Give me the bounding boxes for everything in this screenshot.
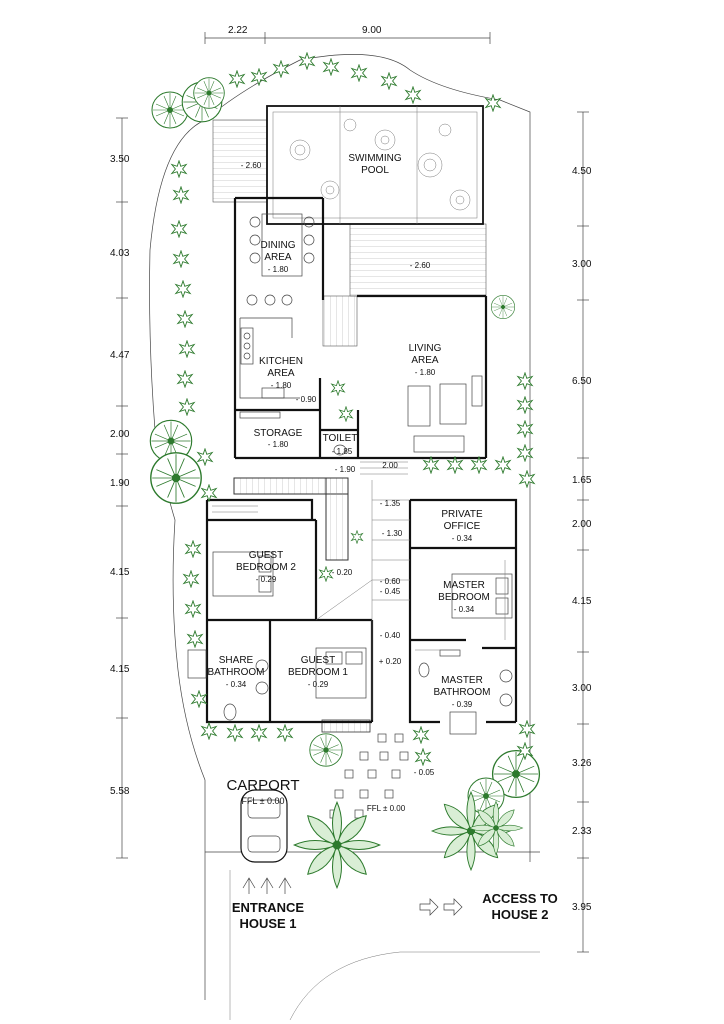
room-labels: SWIMMING POOL DINING AREA - 1.80 KITCHEN… — [207, 153, 490, 709]
swimming-pool — [266, 105, 484, 225]
carport-title: CARPORT — [226, 777, 299, 794]
room-name-dining-1: DINING — [261, 240, 296, 251]
dim-right-1: 4.50 — [572, 166, 592, 177]
dim-left-7: 4.15 — [110, 664, 130, 675]
room-name-storage: STORAGE — [254, 428, 303, 439]
room-name-office-2: OFFICE — [444, 521, 481, 532]
room-level-masterbath: - 0.39 — [452, 700, 473, 709]
dimension-lines — [116, 32, 589, 953]
level-mark-11: - 0.40 — [380, 631, 401, 640]
level-mark-1: - 2.60 — [241, 161, 262, 170]
access-line-1: ACCESS TO — [482, 891, 558, 906]
room-level-toilet: - 1.85 — [332, 447, 353, 456]
carport-level: FFL ± 0.00 — [241, 796, 284, 806]
dim-left-6: 4.15 — [110, 567, 130, 578]
dim-right-6: 4.15 — [572, 596, 592, 607]
room-name-master-2: BEDROOM — [438, 592, 490, 603]
entrance-caption: ENTRANCE HOUSE 1 — [232, 900, 305, 931]
dim-top-1: 2.22 — [228, 25, 248, 36]
room-level-guest2: - 0.29 — [256, 575, 277, 584]
stairs — [315, 461, 410, 720]
room-name-living-2: AREA — [411, 355, 439, 366]
level-mark-9: - 0.60 — [380, 577, 401, 586]
dim-right-4: 1.65 — [572, 475, 592, 486]
access-arrows — [419, 898, 463, 916]
dim-left-8: 5.58 — [110, 786, 130, 797]
room-name-office-1: PRIVATE — [441, 509, 483, 520]
room-name-kitchen-1: KITCHEN — [259, 356, 303, 367]
room-name-guest1-1: GUEST — [301, 655, 335, 666]
dimension-labels: 2.22 9.00 3.50 4.03 4.47 2.00 1.90 4.15 … — [110, 25, 592, 913]
entrance-arrows — [242, 877, 292, 894]
dim-left-4: 2.00 — [110, 429, 130, 440]
room-level-master: - 0.34 — [454, 605, 475, 614]
room-name-masterbath-2: BATHROOM — [433, 687, 490, 698]
access-line-2: HOUSE 2 — [491, 907, 548, 922]
room-name-guest2-2: BEDROOM 2 — [236, 562, 296, 573]
dim-left-3: 4.47 — [110, 350, 130, 361]
room-name-share-1: SHARE — [219, 655, 254, 666]
dim-right-2: 3.00 — [572, 259, 592, 270]
room-level-office: - 0.34 — [452, 534, 473, 543]
decks — [212, 119, 487, 733]
dim-left-2: 4.03 — [110, 248, 130, 259]
level-mark-4: - 1.90 — [335, 465, 356, 474]
dim-right-7: 3.00 — [572, 683, 592, 694]
room-name-kitchen-2: AREA — [267, 368, 295, 379]
walls — [205, 196, 518, 724]
dim-right-5: 2.00 — [572, 519, 592, 530]
room-level-storage: - 1.80 — [268, 440, 289, 449]
level-mark-7: - 1.30 — [382, 529, 403, 538]
entrance-line-1: ENTRANCE — [232, 900, 305, 915]
level-marks: - 2.60 - 2.60 - 0.90 - 1.90 2.00 - 1.35 … — [241, 161, 435, 813]
carport-label: CARPORT FFL ± 0.00 — [226, 777, 299, 806]
room-name-dining-2: AREA — [264, 252, 292, 263]
level-mark-5: 2.00 — [382, 461, 398, 470]
stepping-stones — [329, 733, 409, 819]
level-mark-12: + 0.20 — [379, 657, 402, 666]
room-name-guest1-2: BEDROOM 1 — [288, 667, 348, 678]
room-level-living: - 1.80 — [415, 368, 436, 377]
dim-right-9: 2.33 — [572, 826, 592, 837]
access-caption: ACCESS TO HOUSE 2 — [482, 891, 558, 922]
entrance-line-2: HOUSE 1 — [239, 916, 296, 931]
level-mark-14: FFL ± 0.00 — [367, 804, 406, 813]
level-mark-10: - 0.45 — [380, 587, 401, 596]
room-name-masterbath-1: MASTER — [441, 675, 483, 686]
room-name-share-2: BATHROOM — [207, 667, 264, 678]
car — [240, 789, 288, 863]
level-mark-6: - 1.35 — [380, 499, 401, 508]
room-name-living-1: LIVING — [409, 343, 442, 354]
dim-left-1: 3.50 — [110, 154, 130, 165]
room-name-pool-2: POOL — [361, 165, 389, 176]
level-mark-3: - 0.90 — [296, 395, 317, 404]
room-level-kitchen: - 1.80 — [271, 381, 292, 390]
dim-right-3: 6.50 — [572, 376, 592, 387]
room-level-guest1: - 0.29 — [308, 680, 329, 689]
room-level-dining: - 1.80 — [268, 265, 289, 274]
level-mark-8: - 0.20 — [332, 568, 353, 577]
level-mark-13: - 0.05 — [414, 768, 435, 777]
dim-top-2: 9.00 — [362, 25, 382, 36]
level-mark-2: - 2.60 — [410, 261, 431, 270]
dim-right-10: 3.95 — [572, 902, 592, 913]
dim-left-5: 1.90 — [110, 478, 130, 489]
room-name-pool-1: SWIMMING — [348, 153, 402, 164]
wardrobe-hatch — [212, 505, 506, 651]
furniture — [187, 213, 513, 735]
room-name-master-1: MASTER — [443, 580, 485, 591]
room-name-toilet: TOILET — [323, 433, 358, 444]
dim-right-8: 3.26 — [572, 758, 592, 769]
room-level-share: - 0.34 — [226, 680, 247, 689]
room-name-guest2-1: GUEST — [249, 550, 283, 561]
